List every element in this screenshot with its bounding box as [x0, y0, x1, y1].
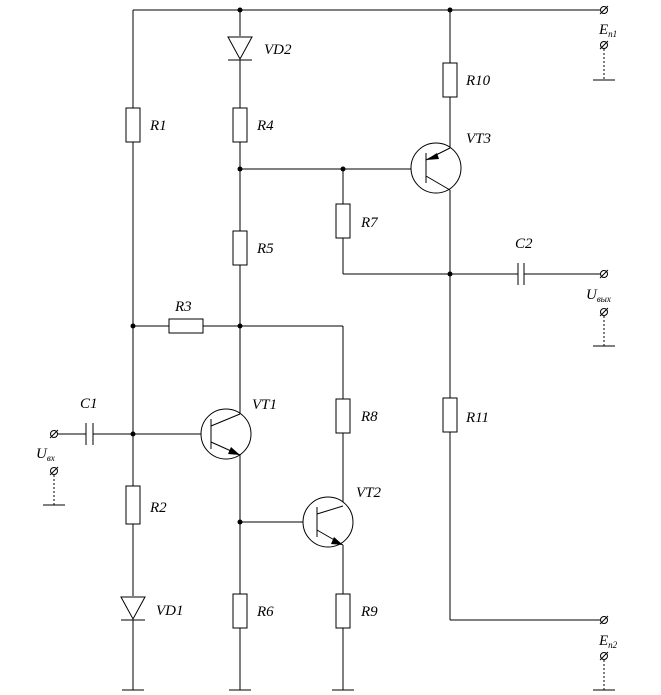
transistor-vt3	[410, 142, 462, 194]
label-r11: R11	[465, 410, 489, 426]
component-labels: R1 R2 R3 R4 R5 R6 R7 R8 R9 R10 R11 C1 C2…	[80, 42, 533, 620]
terminal-uout-ground	[599, 307, 609, 317]
label-r8: R8	[360, 409, 378, 425]
transistor-vt2	[302, 496, 354, 548]
label-ep2: Eп2	[598, 633, 618, 650]
junction-nodes	[130, 7, 453, 525]
label-vt3: VT3	[466, 131, 491, 147]
terminal-labels: Eп1 Uвых Eп2 Uвх	[36, 22, 618, 650]
label-vd1: VD1	[156, 603, 184, 619]
resistor-r2	[125, 485, 141, 525]
terminal-uin-ground	[49, 466, 59, 476]
wires	[58, 9, 604, 691]
capacitor-c1	[85, 423, 94, 445]
terminal-uout	[599, 269, 609, 279]
label-ep1: Eп1	[598, 22, 617, 39]
diode-vd1	[120, 596, 146, 621]
resistor-r6	[232, 593, 248, 629]
terminal-stubs	[43, 49, 615, 691]
resistor-r10	[442, 62, 458, 98]
resistor-r5	[232, 230, 248, 266]
transistor-vt1	[200, 408, 252, 460]
capacitor-c2	[517, 263, 525, 285]
label-uout: Uвых	[586, 287, 611, 304]
resistor-r3	[168, 318, 204, 334]
terminal-ep2	[599, 615, 609, 625]
label-r2: R2	[149, 500, 167, 516]
label-r4: R4	[256, 118, 274, 134]
diode-vd2	[227, 36, 253, 61]
label-uin: Uвх	[36, 446, 55, 463]
label-r7: R7	[360, 215, 379, 231]
terminal-ep1-top	[599, 5, 609, 15]
resistors	[125, 62, 458, 629]
label-r1: R1	[149, 118, 167, 134]
terminal-ep1-ground	[599, 40, 609, 50]
label-c1: C1	[80, 396, 98, 412]
label-r3: R3	[174, 299, 192, 315]
label-c2: C2	[515, 236, 533, 252]
label-r5: R5	[256, 241, 274, 257]
label-r10: R10	[465, 73, 491, 89]
resistor-r11	[442, 397, 458, 433]
label-r6: R6	[256, 604, 274, 620]
label-vd2: VD2	[264, 42, 292, 58]
terminal-ep2-ground	[599, 651, 609, 661]
resistor-r7	[335, 203, 351, 239]
label-r9: R9	[360, 604, 378, 620]
terminal-uin	[49, 429, 59, 439]
resistor-r1	[125, 107, 141, 143]
label-vt1: VT1	[252, 397, 277, 413]
resistor-r8	[335, 398, 351, 434]
resistor-r9	[335, 593, 351, 629]
label-vt2: VT2	[356, 485, 382, 501]
resistor-r4	[232, 107, 248, 143]
